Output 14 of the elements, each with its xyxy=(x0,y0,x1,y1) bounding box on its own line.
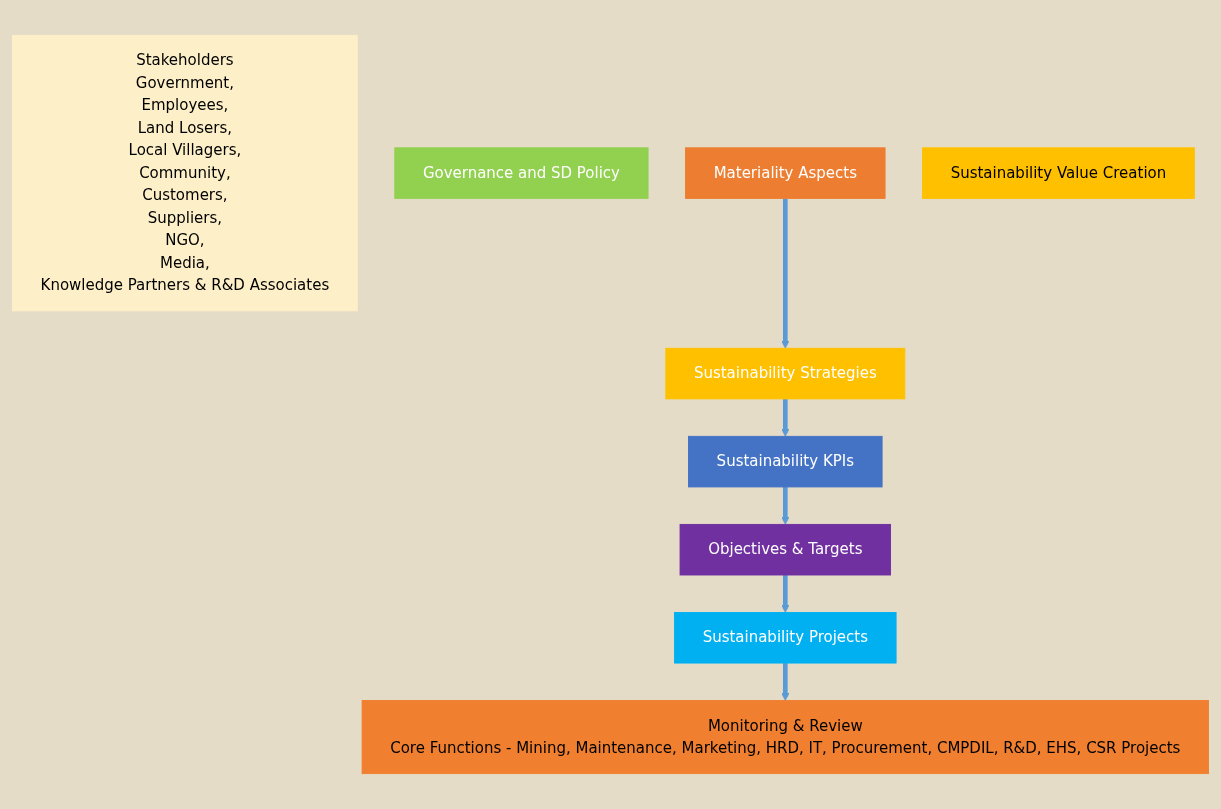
node-box: Governance and SD Policy xyxy=(394,147,649,199)
node-box: Sustainability Value Creation xyxy=(922,147,1195,199)
arrow xyxy=(781,663,790,701)
node-box: Objectives & Targets xyxy=(679,523,891,576)
node-box: Sustainability Strategies xyxy=(665,347,906,400)
arrow xyxy=(781,398,790,437)
node-box: Sustainability KPIs xyxy=(688,435,883,488)
arrow xyxy=(781,575,790,613)
node-box: Monitoring & Review Core Functions - Mining, Maintenance, Marketing, HRD, IT, Procurement, CMPDIL, R&D, EHS, CSR Projects xyxy=(361,700,1209,775)
node-box: Sustainability Projects xyxy=(674,612,897,664)
node-box: Materiality Aspects xyxy=(685,147,886,199)
arrow xyxy=(781,198,790,349)
node-box: Stakeholders Government, Employees, Land Losers, Local Villagers, Community, Customers, Suppliers, NGO, Media, Knowledge Partners & R&D Associates xyxy=(12,34,358,312)
arrow xyxy=(781,486,790,525)
